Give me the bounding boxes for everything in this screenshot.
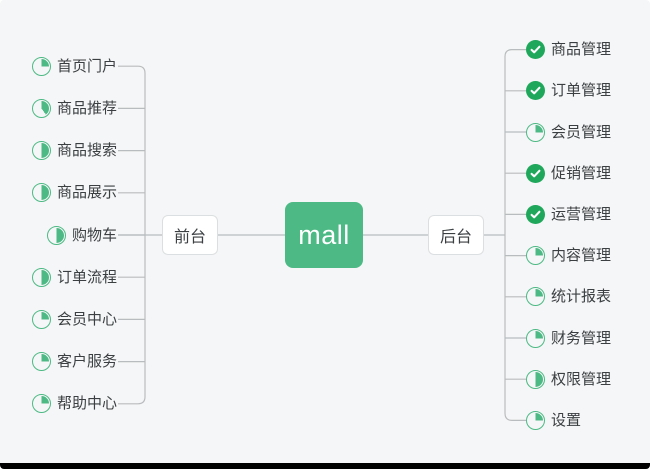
leaf-item[interactable]: 订单管理 (526, 79, 611, 103)
pie-fill (528, 371, 543, 387)
leaf-item-label: 设置 (551, 411, 582, 429)
pie-progress-icon (31, 352, 51, 372)
leaf-item[interactable]: 会员管理 (526, 120, 611, 144)
pie-progress-icon (46, 225, 66, 245)
leaf-item-label: 促销管理 (551, 164, 612, 182)
pie-progress-icon (31, 309, 51, 329)
leaf-item-label: 购物车 (71, 226, 117, 244)
leaf-item-label: 商品展示 (56, 184, 117, 202)
leaf-item-label: 统计报表 (551, 288, 612, 306)
leaf-item-label: 商品管理 (551, 41, 612, 59)
check-circle-icon (526, 40, 545, 60)
pie-progress-icon (526, 369, 545, 389)
pie-fill (528, 330, 543, 346)
pie-fill (33, 185, 49, 201)
branch-node-front[interactable]: 前台 (162, 215, 218, 255)
leaf-item[interactable]: 促销管理 (526, 161, 611, 185)
branch-node-back-label: 后台 (439, 229, 472, 246)
leaf-item[interactable]: 设置 (526, 408, 581, 432)
leaf-item[interactable]: 订单流程 (31, 265, 117, 289)
pie-fill (33, 100, 49, 116)
branch-node-back[interactable]: 后台 (428, 215, 484, 255)
pie-progress-icon (526, 410, 545, 430)
center-node-mall[interactable]: mall (285, 202, 363, 268)
leaf-item-label: 会员管理 (551, 123, 612, 141)
pie-progress-icon (31, 141, 51, 161)
leaf-item-label: 帮助中心 (56, 395, 117, 413)
pie-fill (48, 227, 64, 243)
center-node-label: mall (298, 219, 350, 250)
pie-progress-icon (526, 246, 545, 266)
leaf-item[interactable]: 商品搜索 (31, 139, 117, 163)
leaf-item[interactable]: 商品管理 (526, 38, 611, 62)
leaf-item[interactable]: 商品推荐 (31, 96, 117, 120)
pie-progress-icon (526, 328, 545, 348)
pie-progress-icon (31, 394, 51, 414)
leaf-item-label: 运营管理 (551, 205, 612, 223)
leaf-item-label: 权限管理 (551, 370, 612, 388)
leaf-item-label: 财务管理 (551, 329, 612, 347)
pie-progress-icon (31, 267, 51, 287)
leaf-item-label: 客户服务 (56, 353, 117, 371)
pie-fill (528, 248, 543, 264)
check-circle-icon (526, 163, 545, 183)
check-circle-icon (526, 204, 545, 224)
leaf-item-label: 商品推荐 (56, 99, 117, 117)
leaf-item[interactable]: 商品展示 (31, 181, 117, 205)
leaf-item-label: 订单流程 (56, 268, 117, 286)
leaf-item[interactable]: 运营管理 (526, 202, 611, 226)
pie-fill (33, 269, 49, 285)
leaf-item[interactable]: 购物车 (46, 223, 117, 247)
leaf-item-label: 订单管理 (551, 82, 612, 100)
leaf-item[interactable]: 统计报表 (526, 285, 611, 309)
pie-fill (33, 58, 49, 74)
pie-fill (528, 289, 543, 305)
leaf-item[interactable]: 客户服务 (31, 350, 117, 374)
bottom-edge-bar (0, 463, 650, 469)
pie-fill (33, 311, 49, 327)
pie-progress-icon (526, 287, 545, 307)
pie-progress-icon (31, 183, 51, 203)
check-circle-icon (526, 81, 545, 101)
pie-fill (528, 412, 543, 428)
leaf-item-label: 商品搜索 (56, 142, 117, 160)
branch-node-front-label: 前台 (173, 229, 206, 246)
leaf-item[interactable]: 财务管理 (526, 326, 611, 350)
leaf-item[interactable]: 权限管理 (526, 367, 611, 391)
pie-fill (528, 124, 543, 140)
pie-fill (33, 143, 49, 159)
leaf-item[interactable]: 帮助中心 (31, 392, 117, 416)
leaf-item[interactable]: 会员中心 (31, 307, 117, 331)
pie-progress-icon (526, 122, 545, 142)
pie-progress-icon (31, 56, 51, 76)
pie-fill (33, 396, 49, 412)
leaf-item-label: 内容管理 (551, 247, 612, 265)
leaf-item-label: 首页门户 (56, 57, 117, 75)
pie-progress-icon (31, 98, 51, 118)
leaf-item[interactable]: 内容管理 (526, 244, 611, 268)
leaf-item[interactable]: 首页门户 (31, 54, 117, 78)
pie-fill (33, 354, 49, 370)
leaf-item-label: 会员中心 (56, 310, 117, 328)
